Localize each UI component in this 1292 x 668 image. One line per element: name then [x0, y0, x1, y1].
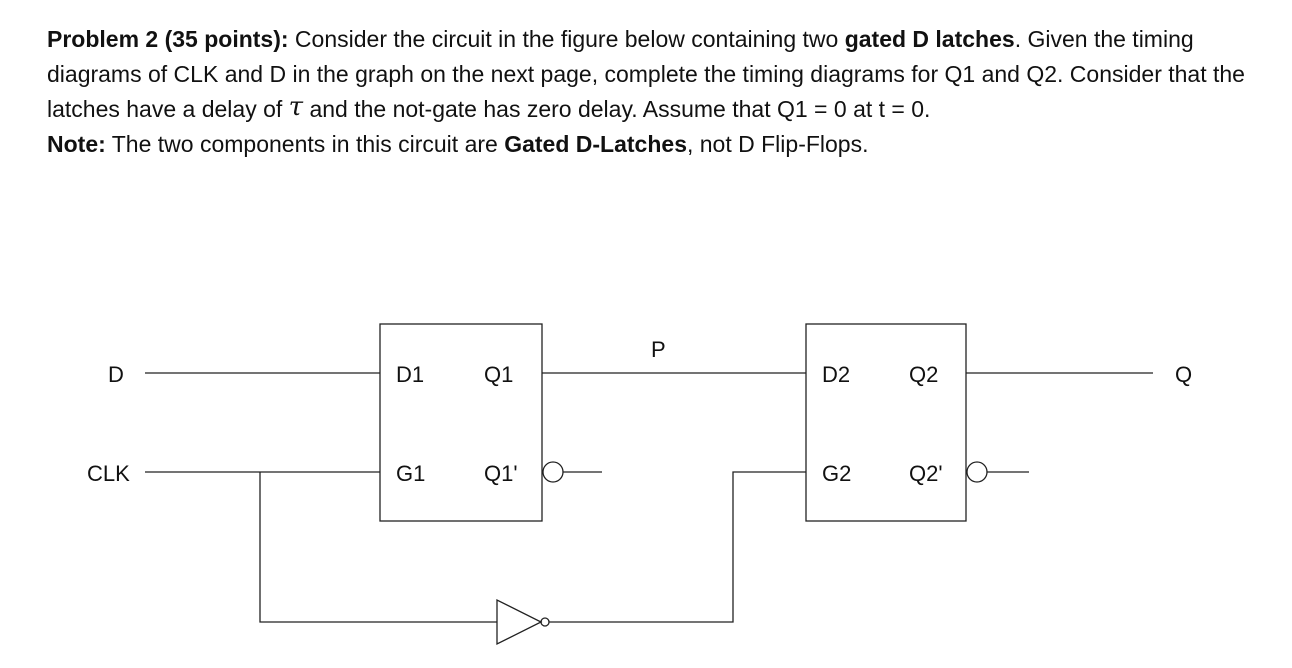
latch-1-g-label: G1 [396, 461, 425, 486]
latch-term: gated D latches [844, 26, 1015, 52]
q2-bar-bubble [966, 461, 988, 483]
note-label: Note: [47, 131, 106, 157]
latch-1-box [379, 323, 543, 522]
input-clk-label: CLK [87, 461, 130, 486]
latch-2-qbar-label: Q2' [909, 461, 943, 486]
latch-2-d-label: D2 [822, 362, 850, 387]
q1-bar-bubble [542, 461, 564, 483]
not-gate-triangle [496, 598, 543, 646]
latch-2-g-label: G2 [822, 461, 851, 486]
problem-intro: Consider the circuit in the figure below… [288, 26, 845, 52]
problem-given: . Given the timing diagrams of CLK and D… [47, 26, 1245, 122]
g2-input-wire [549, 471, 806, 623]
note-text: The two components in this circuit are [105, 131, 505, 157]
problem-assumption: and the not-gate has zero delay. Assume … [303, 96, 931, 122]
tau-symbol: τ [288, 92, 304, 122]
input-d-label: D [108, 362, 124, 387]
latch-2-q-label: Q2 [909, 362, 938, 387]
latch-1-d-label: D1 [396, 362, 424, 387]
latch-2-box [805, 323, 967, 522]
clk-branch-wire [259, 472, 497, 623]
problem-title: Problem 2 (35 points): [47, 26, 289, 52]
output-q-label: Q [1175, 362, 1192, 387]
note-end: , not D Flip-Flops. [686, 131, 869, 157]
latch-1-q-label: Q1 [484, 362, 513, 387]
wire-p-label: P [651, 337, 666, 362]
note-latch-term: Gated D-Latches [504, 131, 687, 157]
latch-1-qbar-label: Q1' [484, 461, 518, 486]
problem-statement: Problem 2 (35 points): Consider the circ… [47, 22, 1287, 162]
